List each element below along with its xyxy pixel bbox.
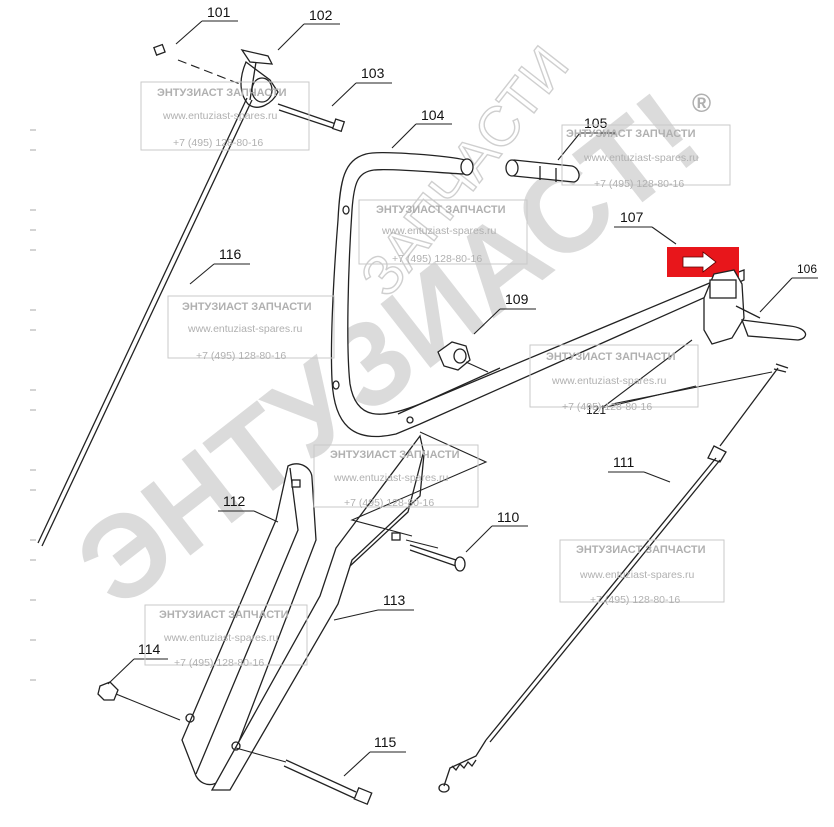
stamp-title: ЭНТУЗИАСТ ЗАПЧАСТИ (330, 449, 460, 461)
stamp-url: www.entuziast-spares.ru (381, 225, 497, 237)
stamp-phone: +7 (495) 128-80-16 (173, 137, 263, 149)
part-104-upper-handle[interactable] (330, 152, 745, 438)
stamp-8: ЭНТУЗИАСТ ЗАПЧАСТИ www.entuziast-spares.… (144, 604, 308, 669)
stamp-2: ЭНТУЗИАСТ ЗАПЧАСТИ www.entuziast-spares.… (561, 124, 731, 190)
stamp-phone: +7 (495) 128-80-16 (594, 178, 684, 190)
part-105-grip[interactable] (505, 159, 580, 183)
part-116-rod[interactable] (37, 97, 253, 547)
right-arrow-icon (682, 251, 717, 273)
stamp-4: ЭНТУЗИАСТ ЗАПЧАСТИ www.entuziast-spares.… (167, 295, 335, 362)
stamp-url: www.entuziast-spares.ru (583, 152, 699, 164)
stamp-title: ЭНТУЗИАСТ ЗАПЧАСТИ (576, 544, 706, 556)
part-111-cable[interactable] (438, 445, 727, 793)
part-109-knob[interactable] (437, 341, 489, 373)
label-102: 102 (309, 7, 333, 23)
label-103: 103 (361, 65, 385, 81)
stamp-6: ЭНТУЗИАСТ ЗАПЧАСТИ www.entuziast-spares.… (313, 444, 479, 509)
label-105: 105 (584, 115, 608, 131)
stamp-phone: +7 (495) 128-80-16 (174, 657, 264, 669)
part-102-bracket[interactable] (240, 48, 279, 108)
label-104: 104 (421, 107, 445, 123)
label-113: 113 (383, 592, 406, 608)
stamp-title: ЭНТУЗИАСТ ЗАПЧАСТИ (566, 128, 696, 140)
stamp-url: www.entuziast-spares.ru (579, 569, 695, 581)
callouts: 101 102 103 104 105 107 106 109 121 111 … (107, 4, 818, 777)
stamp-phone: +7 (495) 128-80-16 (590, 594, 680, 606)
stamp-phone: +7 (495) 128-80-16 (196, 350, 286, 362)
part-115-bolt[interactable] (235, 747, 373, 806)
stamp-phone: +7 (495) 128-80-16 (562, 401, 652, 413)
label-111: 111 (613, 454, 634, 470)
margin-ticks (30, 129, 36, 681)
stamp-url: www.entuziast-spares.ru (333, 472, 449, 484)
part-112-lower-tube[interactable] (181, 463, 317, 786)
part-106-lever[interactable] (703, 269, 807, 345)
part-103-bolt[interactable] (277, 103, 346, 133)
label-116: 116 (219, 246, 242, 262)
label-109: 109 (505, 291, 529, 307)
stamp-1: ЭНТУЗИАСТ ЗАПЧАСТИ www.entuziast-spares.… (140, 81, 310, 151)
stamp-url: www.entuziast-spares.ru (162, 110, 278, 122)
label-110: 110 (497, 509, 520, 525)
assembly-lines (350, 431, 488, 549)
part-114-nut[interactable] (97, 681, 181, 721)
stamp-title: ЭНТУЗИАСТ ЗАПЧАСТИ (546, 351, 676, 363)
part-110-bolt[interactable] (409, 544, 466, 572)
stamp-url: www.entuziast-spares.ru (551, 375, 667, 387)
label-114: 114 (138, 641, 161, 657)
stamp-7: ЭНТУЗИАСТ ЗАПЧАСТИ www.entuziast-spares.… (559, 539, 725, 606)
stamp-title: ЭНТУЗИАСТ ЗАПЧАСТИ (157, 87, 287, 99)
stamp-url: www.entuziast-spares.ru (187, 323, 303, 335)
stamp-url: www.entuziast-spares.ru (163, 632, 279, 644)
stamp-5: ЭНТУЗИАСТ ЗАПЧАСТИ www.entuziast-spares.… (529, 344, 699, 413)
part-121-cable-end[interactable] (719, 363, 789, 447)
label-115: 115 (374, 734, 397, 750)
stamp-title: ЭНТУЗИАСТ ЗАПЧАСТИ (182, 301, 312, 313)
label-106: 106 (797, 262, 817, 276)
label-112: 112 (223, 493, 246, 509)
stamp-phone: +7 (495) 128-80-16 (344, 497, 434, 509)
stamp-phone: +7 (495) 128-80-16 (392, 253, 482, 265)
part-101-nut[interactable] (153, 43, 246, 87)
registered-mark: ® (692, 88, 711, 118)
stamp-title: ЭНТУЗИАСТ ЗАПЧАСТИ (376, 204, 506, 216)
stamp-title: ЭНТУЗИАСТ ЗАПЧАСТИ (159, 609, 289, 621)
stamp-3: ЭНТУЗИАСТ ЗАПЧАСТИ www.entuziast-spares.… (358, 199, 528, 265)
label-107: 107 (620, 209, 644, 225)
label-101: 101 (207, 4, 231, 20)
